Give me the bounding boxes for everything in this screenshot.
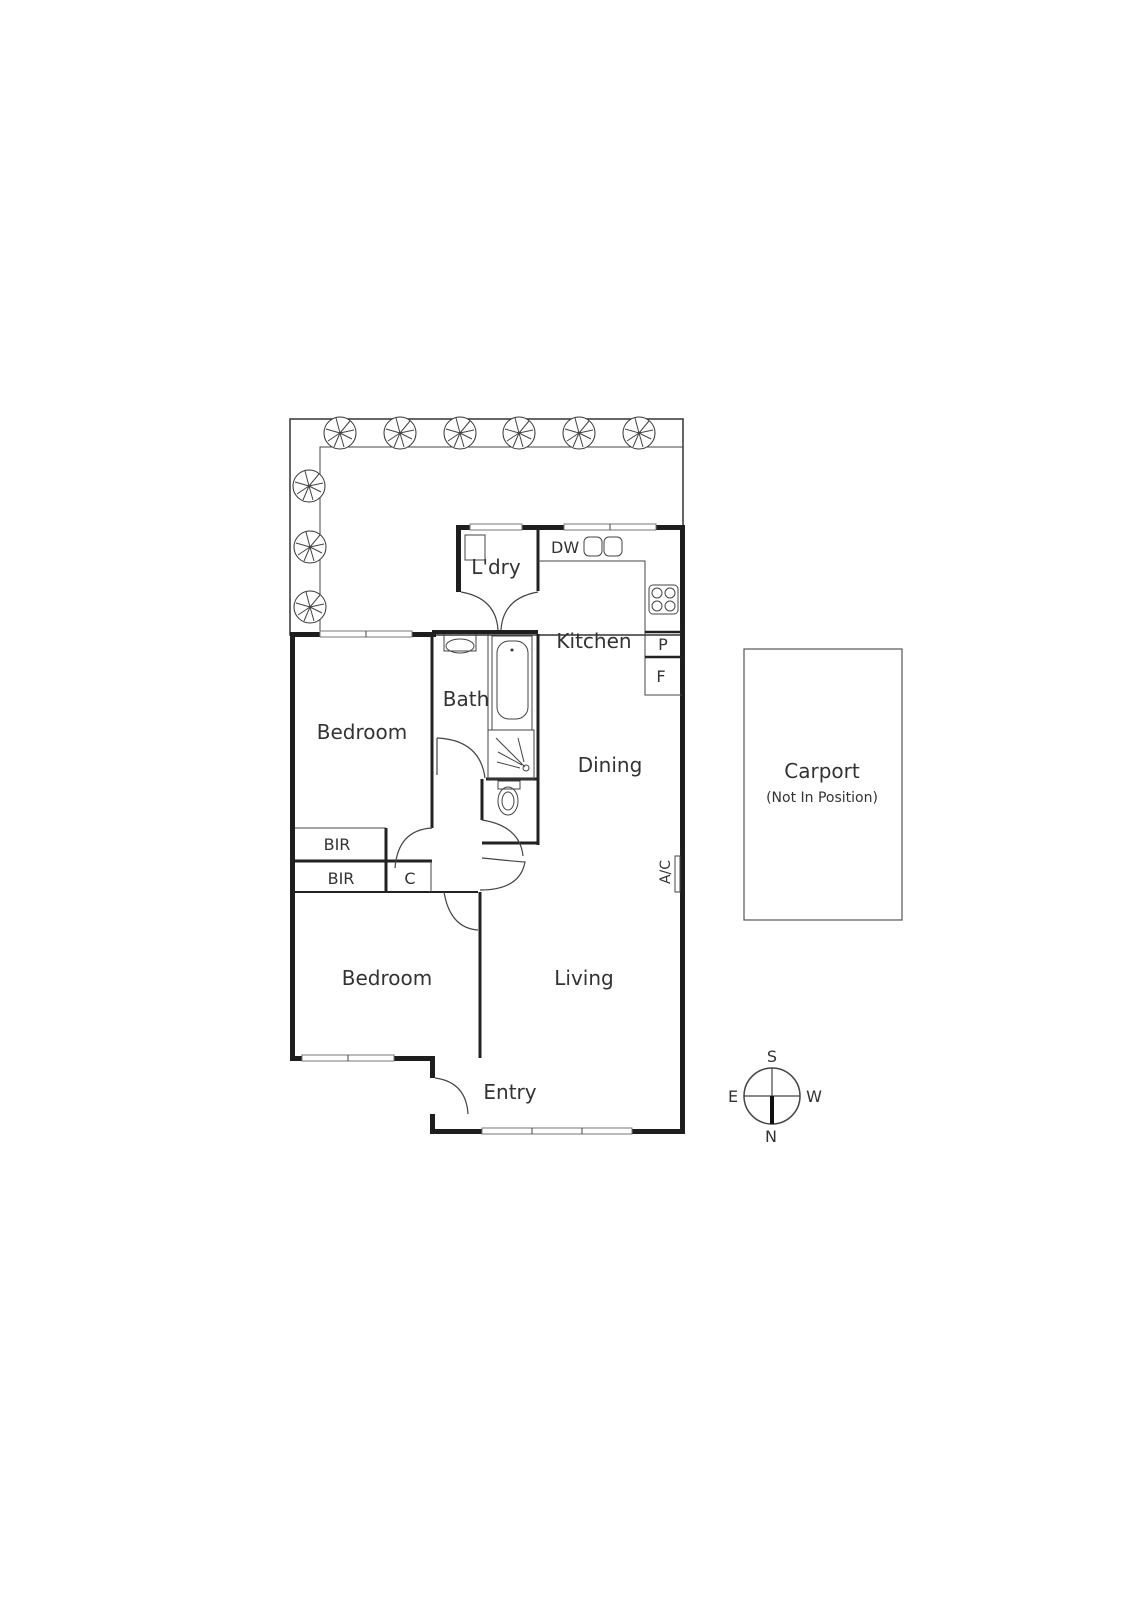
doors bbox=[394, 591, 539, 1115]
room-labels: L'dry Kitchen Bath Bedroom Dining BIR BI… bbox=[317, 555, 643, 1104]
shower-icon bbox=[487, 729, 535, 780]
room-label-cupboard: C bbox=[404, 869, 415, 888]
carport: Carport (Not In Position) bbox=[743, 648, 903, 921]
tree-icon bbox=[622, 416, 656, 450]
room-label-bath: Bath bbox=[443, 687, 490, 711]
tree-icon bbox=[443, 416, 477, 450]
room-label-dining: Dining bbox=[578, 753, 643, 777]
sink-icon bbox=[603, 536, 623, 557]
compass-north-label: N bbox=[765, 1127, 777, 1146]
carport-label: Carport bbox=[784, 759, 860, 783]
room-label-laundry: L'dry bbox=[471, 555, 521, 579]
interior-walls bbox=[295, 528, 682, 1058]
fixture-labels: DW P F A/C bbox=[551, 538, 674, 884]
tree-icon bbox=[383, 416, 417, 450]
laundry-tub-icon bbox=[464, 534, 486, 561]
exterior-walls bbox=[290, 525, 685, 1134]
tree-icon bbox=[323, 416, 357, 450]
sink-icon bbox=[583, 536, 603, 557]
windows bbox=[301, 523, 657, 1135]
room-label-bir-1: BIR bbox=[324, 835, 351, 854]
basin-icon bbox=[443, 634, 477, 654]
tree-icon bbox=[293, 590, 327, 624]
room-label-living: Living bbox=[554, 966, 613, 990]
tree-icon bbox=[502, 416, 536, 450]
room-label-bedroom-1: Bedroom bbox=[317, 720, 407, 744]
air-conditioner-label: A/C bbox=[658, 860, 674, 884]
compass-icon: S E W N bbox=[728, 1047, 822, 1146]
bathtub-icon bbox=[491, 635, 533, 731]
fridge-label: F bbox=[656, 667, 665, 686]
compass-south-label: S bbox=[767, 1047, 777, 1066]
fixtures bbox=[443, 534, 681, 893]
tree-icon bbox=[562, 416, 596, 450]
room-label-kitchen: Kitchen bbox=[556, 629, 631, 653]
air-conditioner-icon bbox=[674, 855, 681, 893]
tree-icon bbox=[293, 530, 327, 564]
room-label-bir-2: BIR bbox=[328, 869, 355, 888]
tree-icon bbox=[292, 469, 326, 503]
toilet-icon bbox=[497, 780, 521, 816]
cooktop-icon bbox=[648, 584, 679, 615]
tree-icons bbox=[292, 416, 656, 624]
carport-note: (Not In Position) bbox=[766, 790, 878, 806]
dishwasher-label: DW bbox=[551, 538, 579, 557]
compass-east-label: E bbox=[728, 1087, 738, 1106]
pantry-label: P bbox=[658, 635, 668, 654]
compass-west-label: W bbox=[806, 1087, 822, 1106]
room-label-entry: Entry bbox=[483, 1080, 536, 1104]
room-label-bedroom-2: Bedroom bbox=[342, 966, 432, 990]
